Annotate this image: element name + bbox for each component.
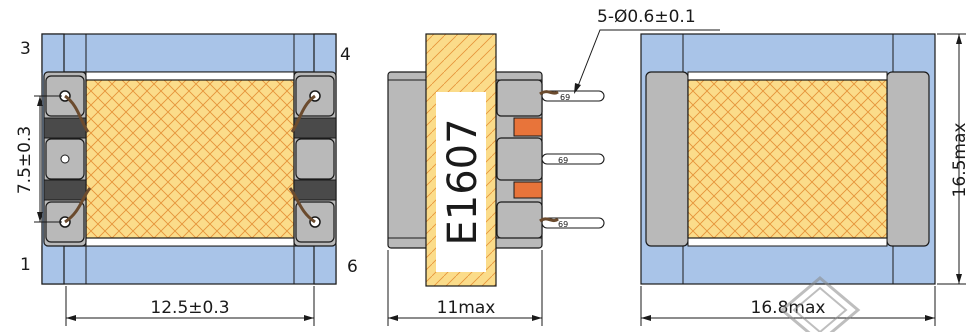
front-core-bottom xyxy=(41,245,337,285)
side-copper-bottom xyxy=(513,181,543,199)
top-winding xyxy=(687,79,888,239)
front-bobbin-bar-top xyxy=(85,71,295,81)
part-marking-box xyxy=(436,92,486,272)
front-right-dark-top xyxy=(293,117,337,139)
side-pin-block-mid xyxy=(496,137,543,181)
front-right-dark-bottom xyxy=(293,179,337,201)
front-wire-left-top xyxy=(64,94,90,133)
side-pin-mid: 69 xyxy=(541,153,605,165)
side-pin-bottom: 69 xyxy=(539,217,605,229)
pin-label-1: 1 xyxy=(20,255,31,275)
side-width-dimension: 11max xyxy=(437,298,496,318)
top-width-dimension: 16.8max xyxy=(751,298,826,318)
diamond-outline-icon xyxy=(779,276,861,332)
part-marking: E1607 xyxy=(440,118,486,245)
front-view: 3 4 1 6 7.5±0.3 12.5±0.3 xyxy=(15,33,358,326)
front-left-dark-bottom xyxy=(43,179,87,201)
front-bobbin-bar-bottom xyxy=(85,237,295,247)
top-bar-bottom xyxy=(687,237,888,247)
front-wire-right-bottom xyxy=(288,187,316,224)
side-copper-top xyxy=(513,117,543,137)
top-height-dimension: 16.5max xyxy=(950,123,969,198)
top-view: 16.5max 16.8max xyxy=(640,33,969,326)
front-core-top xyxy=(41,33,337,73)
top-bobbin-right xyxy=(886,71,930,247)
front-left-dark-top xyxy=(43,117,87,139)
front-wire-right-top xyxy=(290,94,316,133)
side-pin-block-top xyxy=(496,79,543,117)
svg-text:69: 69 xyxy=(560,93,570,102)
side-pin-top: 69 xyxy=(539,90,605,102)
pin-label-6: 6 xyxy=(347,257,358,277)
front-width-dimension: 12.5±0.3 xyxy=(150,298,229,318)
top-bar-top xyxy=(687,71,888,81)
side-view: E1607 69 69 69 5-Ø0.6±0.1 11max xyxy=(387,7,720,326)
pin-label-3: 3 xyxy=(20,39,31,59)
side-pin-block-bottom xyxy=(496,201,543,239)
svg-text:69: 69 xyxy=(558,156,568,165)
front-height-dimension: 7.5±0.3 xyxy=(15,126,35,194)
front-right-pin-block-mid xyxy=(295,138,335,180)
front-winding xyxy=(85,79,295,239)
front-left-mid-hole xyxy=(60,154,70,164)
svg-text:69: 69 xyxy=(558,220,568,229)
top-bobbin-left xyxy=(645,71,689,247)
front-wire-left-bottom xyxy=(64,187,92,224)
pin-callout: 5-Ø0.6±0.1 xyxy=(597,7,696,27)
pin-label-4: 4 xyxy=(340,45,351,65)
